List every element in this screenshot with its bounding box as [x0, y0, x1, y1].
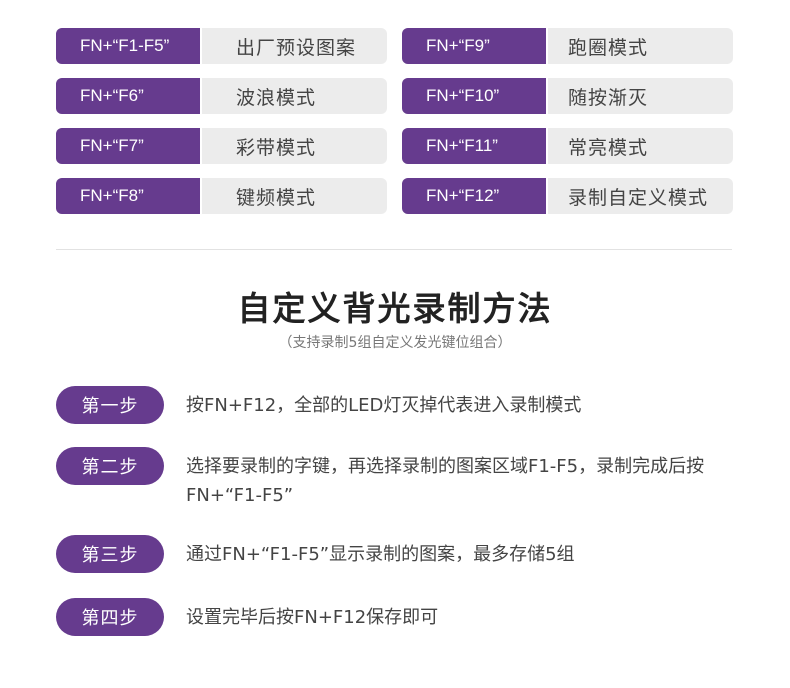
keymap-row-f8: FN+“F8” 键频模式 [56, 178, 387, 214]
step-badge: 第二步 [56, 447, 164, 485]
keymap-row-f10: FN+“F10” 随按渐灭 [402, 78, 733, 114]
key-combo: FN+“F1-F5” [56, 28, 202, 64]
keymap-row-f1-f5: FN+“F1-F5” 出厂预设图案 [56, 28, 387, 64]
key-combo: FN+“F7” [56, 128, 202, 164]
step-badge: 第四步 [56, 598, 164, 636]
key-combo: FN+“F12” [402, 178, 548, 214]
step-badge: 第三步 [56, 535, 164, 573]
step-text: 通过FN+“F1-F5”显示录制的图案，最多存储5组 [186, 544, 575, 565]
keymap-row-f12: FN+“F12” 录制自定义模式 [402, 178, 733, 214]
key-combo: FN+“F8” [56, 178, 202, 214]
keymap-row-f9: FN+“F9” 跑圈模式 [402, 28, 733, 64]
step-text: 按FN+F12，全部的LED灯灭掉代表进入录制模式 [186, 395, 582, 416]
keymap-row-f6: FN+“F6” 波浪模式 [56, 78, 387, 114]
section-subtitle: （支持录制5组自定义发光键位组合） [278, 335, 512, 351]
key-combo: FN+“F9” [402, 28, 548, 64]
key-function: 常亮模式 [568, 136, 649, 159]
section-title: 自定义背光录制方法 [237, 289, 553, 328]
step-text: 设置完毕后按FN+F12保存即可 [186, 607, 439, 628]
key-function: 录制自定义模式 [568, 186, 709, 209]
step-badge: 第一步 [56, 386, 164, 424]
key-combo: FN+“F10” [402, 78, 548, 114]
key-function: 彩带模式 [236, 136, 317, 159]
key-function: 出厂预设图案 [236, 36, 357, 59]
key-combo: FN+“F11” [402, 128, 548, 164]
keymap-row-f11: FN+“F11” 常亮模式 [402, 128, 733, 164]
keymap-row-f7: FN+“F7” 彩带模式 [56, 128, 387, 164]
section-divider [56, 249, 732, 250]
keymap-grid: FN+“F1-F5” 出厂预设图案 FN+“F9” 跑圈模式 FN+“F6” 波… [56, 28, 733, 214]
step-text: 选择要录制的字键，再选择录制的图案区域F1-F5，录制完成后按FN+“F1-F5… [186, 456, 705, 506]
key-function: 跑圈模式 [568, 36, 649, 59]
key-function: 波浪模式 [236, 86, 317, 109]
key-combo: FN+“F6” [56, 78, 202, 114]
key-function: 随按渐灭 [568, 86, 649, 109]
key-function: 键频模式 [236, 186, 317, 209]
